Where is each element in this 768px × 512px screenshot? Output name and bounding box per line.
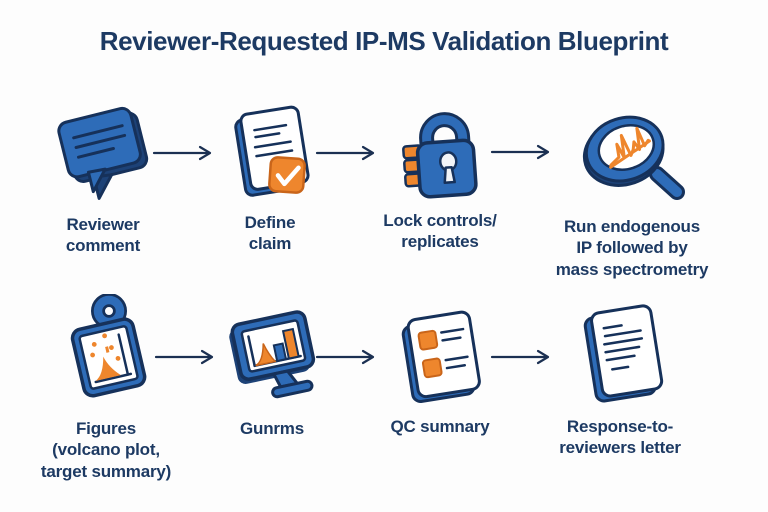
step-label: Gunrms [240, 419, 304, 438]
flow-arrow-icon [490, 348, 554, 366]
flow-arrow-icon [490, 143, 554, 161]
step-qc-summary: QC sumnary [340, 302, 540, 437]
step-label: QC sumnary [390, 417, 490, 436]
step-define-claim: Define claim [170, 98, 370, 255]
step-label: Run endogenous IP followed by mass spect… [555, 217, 709, 279]
step-monitor-chart: Gunrms [172, 300, 372, 439]
step-label: Lock controls/ replicates [383, 211, 497, 252]
document-checkmark-icon [226, 98, 314, 206]
flow-arrow-icon [152, 144, 216, 162]
step-response-letter: Response-to- reviewers letter [520, 298, 720, 459]
flow-arrow-icon [315, 348, 379, 366]
padlock-icon [392, 98, 488, 204]
flow-arrow-icon [315, 144, 379, 162]
step-label: Response-to- reviewers letter [559, 417, 681, 458]
step-label: Reviewer comment [65, 215, 141, 256]
figure-tag-icon [59, 294, 154, 412]
step-label: Figures (volcano plot, target summary) [40, 419, 172, 481]
flow-arrow-icon [154, 348, 218, 366]
step-reviewer-comment: Reviewer comment [3, 88, 203, 257]
speech-bubble-icon [53, 88, 153, 208]
letter-document-icon [576, 298, 664, 410]
step-figures: Figures (volcano plot, target summary) [6, 294, 206, 482]
qc-checklist-icon [395, 302, 485, 410]
step-run-ip-ms: Run endogenous IP followed by mass spect… [527, 104, 737, 280]
step-label: Define claim [244, 213, 296, 254]
step-lock-controls: Lock controls/ replicates [340, 98, 540, 253]
monitor-chart-icon [224, 300, 320, 412]
magnifier-spectrum-icon [573, 104, 691, 210]
page-title: Reviewer-Requested IP-MS Validation Blue… [99, 26, 669, 56]
